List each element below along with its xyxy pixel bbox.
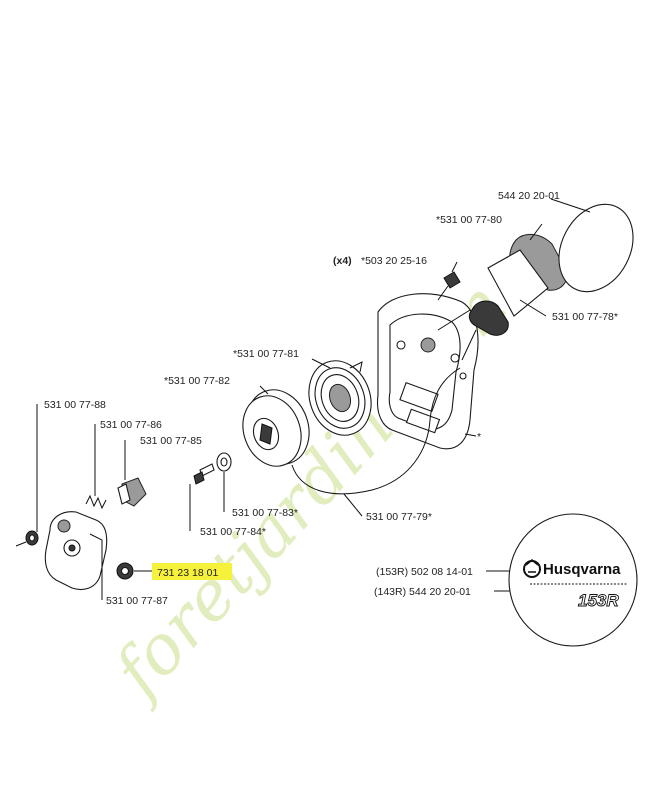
decal-disc bbox=[508, 513, 638, 647]
pawl-spring bbox=[85, 494, 107, 510]
label-screw-qty: (x4) bbox=[333, 255, 352, 267]
label-cover-decal: 544 20 20-01 bbox=[498, 190, 560, 202]
label-washer-center: 531 00 77-83* bbox=[232, 507, 298, 519]
starter-rope bbox=[291, 367, 461, 495]
leader-lines bbox=[36, 198, 591, 600]
logo-text: Husqvarna bbox=[543, 561, 621, 578]
pawl bbox=[117, 477, 147, 507]
nut-part-highlight bbox=[152, 563, 232, 580]
part-labels: 544 20 20-01 *531 00 77-80 (x4) *503 20 … bbox=[44, 190, 618, 607]
cover-decal-outline bbox=[558, 203, 634, 293]
husqvarna-decal: (153R) 502 08 14-01 (143R) 544 20 20-01 … bbox=[374, 513, 638, 647]
label-flywheel-cup: 531 00 77-87 bbox=[106, 595, 168, 607]
label-washer-left: 531 00 77-88 bbox=[44, 399, 106, 411]
label-screw: *503 20 25-16 bbox=[361, 255, 427, 267]
label-pawl: 531 00 77-85 bbox=[140, 435, 202, 447]
starter-pulley bbox=[242, 389, 310, 467]
center-screw bbox=[193, 463, 215, 485]
label-rope-grip: 531 00 77-78* bbox=[552, 311, 618, 323]
center-washer bbox=[216, 452, 232, 472]
label-rope: 531 00 77-79* bbox=[366, 511, 432, 523]
label-screw-center: 531 00 77-84* bbox=[200, 526, 266, 538]
starter-housing bbox=[376, 293, 479, 450]
spring-cassette bbox=[308, 360, 372, 436]
nut bbox=[116, 562, 134, 580]
husqvarna-logo-icon bbox=[523, 558, 541, 578]
housing-screw bbox=[437, 271, 461, 301]
label-pulley: *531 00 77-82 bbox=[164, 375, 230, 387]
label-housing-mark: * bbox=[477, 431, 481, 443]
rope-grip bbox=[461, 234, 568, 361]
left-washer bbox=[15, 530, 39, 547]
label-decal-143r: (143R) 544 20 20-01 bbox=[374, 586, 471, 598]
label-decal-153r: (153R) 502 08 14-01 bbox=[376, 566, 473, 578]
flywheel-cup bbox=[44, 511, 108, 591]
label-spring: 531 00 77-86 bbox=[100, 419, 162, 431]
label-handle: *531 00 77-80 bbox=[436, 214, 502, 226]
label-nut-highlight: 731 23 18 01 bbox=[157, 567, 218, 579]
label-spring-cassette: *531 00 77-81 bbox=[233, 348, 299, 360]
model-text: 153R bbox=[578, 591, 619, 610]
